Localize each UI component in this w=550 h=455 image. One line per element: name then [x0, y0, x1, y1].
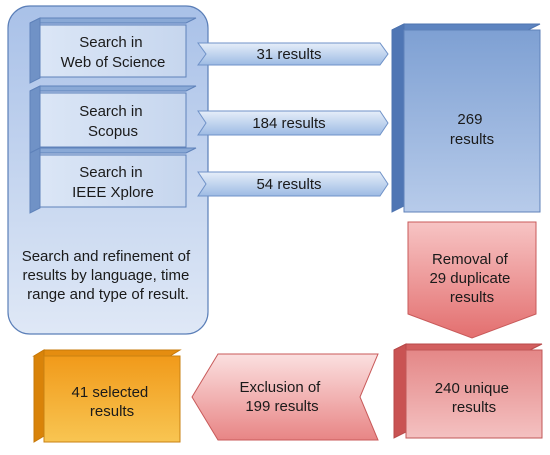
source-box-web-of-science: Search in Web of Science — [29, 17, 197, 84]
results-count: 54 results — [256, 176, 321, 193]
unique-results-line: 240 unique — [435, 380, 509, 397]
total-results-box: 269 results — [391, 23, 541, 213]
removal-step-line: results — [450, 289, 494, 306]
source-box-ieee-xplore: Search in IEEE Xplore — [29, 147, 197, 214]
unique-results-line: results — [452, 399, 496, 416]
total-results-value: 269 — [457, 111, 482, 128]
results-count: 31 results — [256, 46, 321, 63]
total-results-label: results — [450, 131, 494, 148]
exclusion-step-line: Exclusion of — [239, 379, 321, 396]
source-label: Search in — [79, 164, 142, 181]
panel-description-line: Search and refinement of — [22, 248, 191, 265]
panel-description-line: range and type of result. — [27, 286, 189, 303]
removal-step-line: Removal of — [432, 251, 509, 268]
exclusion-arrow: Exclusion of 199 results — [191, 353, 379, 441]
svg-text:Search in IEEE Xplore: Search in IEEE Xplore — [72, 164, 154, 201]
svg-text:Removal of 29 duplicate: Removal of 29 duplicate results — [429, 251, 514, 306]
exclusion-step-line: 199 results — [245, 398, 318, 415]
arrow-results-web-of-science: 31 results — [197, 42, 389, 66]
svg-text:41 selected results: 41 selected results — [72, 384, 153, 420]
svg-text:269 results: 269 results — [450, 111, 494, 148]
arrow-results-ieee-xplore: 54 results — [197, 171, 389, 197]
results-count: 184 results — [252, 115, 325, 132]
removal-arrow: Removal of 29 duplicate results — [407, 221, 537, 339]
arrow-results-scopus: 184 results — [197, 110, 389, 136]
selected-results-line: 41 selected — [72, 384, 149, 401]
selected-results-line: results — [90, 403, 134, 420]
selected-results-box: 41 selected results — [32, 349, 182, 443]
source-label: Scopus — [88, 123, 138, 140]
source-label: Web of Science — [61, 54, 166, 71]
svg-text:Exclusion of 199 results: Exclusion of 199 results — [239, 379, 324, 415]
svg-text:Search in Web of Science: Search in Web of Science — [61, 34, 166, 71]
svg-text:240 unique results: 240 unique results — [435, 380, 513, 416]
source-label: Search in — [79, 34, 142, 51]
svg-text:Search and refinement of: Search and refinement of results by lang… — [22, 248, 195, 303]
source-box-scopus: Search in Scopus — [29, 85, 197, 154]
source-label: Search in — [79, 103, 142, 120]
panel-description-line: results by language, time — [23, 267, 190, 284]
source-label: IEEE Xplore — [72, 184, 154, 201]
removal-step-line: 29 duplicate — [429, 270, 510, 287]
svg-text:Search in Scopus: Search in Scopus — [79, 103, 147, 140]
unique-results-box: 240 unique results — [393, 343, 543, 439]
